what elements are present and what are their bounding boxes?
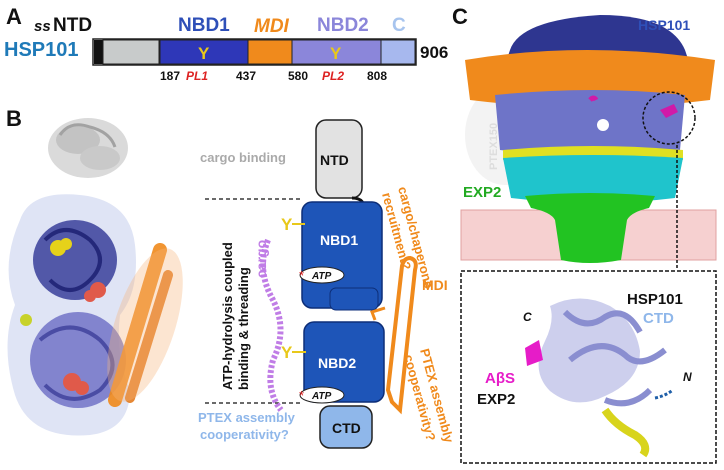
cargo-binding-label: cargo binding bbox=[200, 150, 286, 165]
complex-lavender bbox=[495, 90, 685, 155]
panel-c-figure: PTEX150 HSP101 EXP2 C N HSP101 CTD AβS E… bbox=[460, 15, 717, 464]
svg-text:*: * bbox=[299, 268, 304, 283]
cargo-strand bbox=[260, 238, 284, 412]
structure-nbd2 bbox=[20, 312, 126, 408]
panel-a-label: A bbox=[6, 4, 22, 29]
hsp101-title: HSP101 bbox=[638, 17, 690, 33]
domain-label-ss: ss bbox=[34, 18, 51, 35]
complex-green bbox=[525, 193, 655, 263]
mdi-label: MDI bbox=[422, 277, 448, 293]
domain-label-nbd1: NBD1 bbox=[178, 15, 230, 36]
inset-n-label: N bbox=[683, 370, 692, 384]
atp2 bbox=[299, 386, 345, 404]
domain-ntd bbox=[102, 39, 160, 65]
position-187: 187 bbox=[160, 69, 180, 83]
panel-c-label: C bbox=[452, 4, 468, 29]
domain-label-nbd2: NBD2 bbox=[317, 15, 369, 36]
schematic-ntd-label: NTD bbox=[320, 152, 349, 168]
atp1 bbox=[299, 266, 345, 284]
cargo-y-1: Y bbox=[281, 215, 293, 234]
ptex-blue-2: cooperativity? bbox=[200, 427, 289, 442]
panel-b-label: B bbox=[6, 106, 22, 131]
structure-mdi bbox=[107, 243, 183, 407]
domain-label-ntd: NTD bbox=[53, 15, 92, 36]
ptex150-label: PTEX150 bbox=[488, 123, 500, 170]
loop-marker-2: Y bbox=[330, 44, 342, 63]
domain-ss bbox=[94, 40, 103, 64]
binding-threading-text: binding & threading bbox=[236, 267, 251, 390]
exp2-label: EXP2 bbox=[463, 184, 501, 201]
cargo-label: cargo bbox=[253, 240, 269, 278]
position-808: 808 bbox=[367, 69, 387, 83]
protein-name: HSP101 bbox=[4, 39, 79, 61]
cargo-y-2: Y bbox=[281, 343, 293, 362]
domain-mdi bbox=[247, 39, 293, 65]
domain-nbd1 bbox=[159, 39, 249, 65]
loop-marker-1: Y bbox=[198, 44, 210, 63]
domain-label-mdi: MDI bbox=[254, 16, 290, 37]
panel-b-figure: cargo binding NTD NBD1 ATP * NBD2 ATP * … bbox=[7, 118, 457, 449]
loop-pl2: PL2 bbox=[322, 69, 344, 83]
svg-text:ATP: ATP bbox=[311, 391, 332, 402]
inset-c-label: C bbox=[523, 310, 532, 324]
schematic-nbd2 bbox=[303, 321, 385, 403]
atp-coupled-text: ATP-hydrolysis coupled bbox=[220, 242, 235, 390]
svg-text:ATP: ATP bbox=[311, 271, 332, 282]
inset-ctd: CTD bbox=[643, 310, 674, 327]
inset-ctd-ribbon bbox=[525, 298, 674, 458]
schematic-ntd bbox=[315, 119, 363, 199]
complex-cyan bbox=[503, 155, 683, 203]
svg-text:*: * bbox=[299, 388, 304, 403]
ptex-blue-1: PTEX assembly bbox=[198, 410, 296, 425]
loop-pl1: PL1 bbox=[186, 69, 208, 83]
inset-hsp101: HSP101 bbox=[627, 291, 683, 308]
schematic-nbd1-lower bbox=[329, 287, 379, 311]
structure-ntd-grey bbox=[48, 118, 128, 178]
domain-c bbox=[380, 39, 416, 65]
schematic-ctd-label: CTD bbox=[332, 420, 361, 436]
inset-exp2: EXP2 bbox=[477, 391, 515, 408]
position-437: 437 bbox=[236, 69, 256, 83]
schematic-mdi bbox=[385, 255, 418, 415]
domain-label-c: C bbox=[392, 15, 406, 36]
position-580: 580 bbox=[288, 69, 308, 83]
schematic-ctd bbox=[319, 405, 373, 449]
structure-nbd1 bbox=[33, 220, 117, 302]
abeta-label: AβS bbox=[485, 370, 515, 387]
panel-a-domain-map: ss NTD NBD1 MDI NBD2 C HSP101 Y Y 906 18… bbox=[4, 15, 448, 83]
schematic-nbd2-label: NBD2 bbox=[318, 355, 356, 371]
schematic-nbd1-label: NBD1 bbox=[320, 232, 358, 248]
protein-length: 906 bbox=[420, 43, 448, 62]
